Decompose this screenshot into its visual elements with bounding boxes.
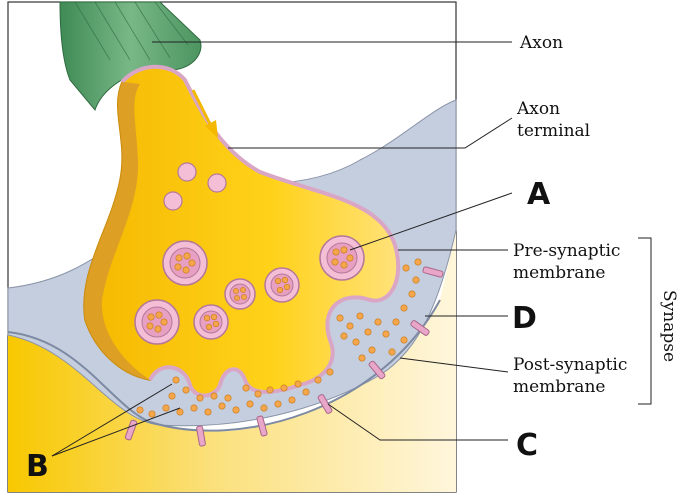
synapse-bracket bbox=[638, 237, 652, 405]
terminal-rim bbox=[84, 82, 150, 380]
c-leader bbox=[327, 403, 508, 441]
synaptic-vesicle bbox=[193, 304, 229, 340]
label-b: B bbox=[26, 449, 49, 484]
synaptic-vesicle bbox=[162, 240, 208, 286]
axon-terminal-leader bbox=[228, 117, 513, 149]
label-post-synaptic-1: Post-synaptic bbox=[513, 355, 627, 375]
label-c: C bbox=[516, 428, 538, 463]
impulse-direction-arrow bbox=[191, 89, 214, 129]
synaptic-vesicle bbox=[134, 299, 180, 345]
label-a: A bbox=[527, 177, 551, 212]
synaptic-vesicle bbox=[264, 267, 300, 303]
b-leader-1 bbox=[51, 383, 173, 457]
empty-vesicles bbox=[163, 162, 227, 211]
pre-synaptic-membrane-outline bbox=[120, 64, 401, 398]
synaptic-vesicles bbox=[134, 235, 365, 345]
a-leader bbox=[349, 192, 513, 251]
axon-stripes bbox=[74, 1, 189, 61]
label-synapse: Synapse bbox=[659, 290, 679, 362]
released-neurotransmitters bbox=[136, 258, 422, 418]
axon bbox=[59, 1, 202, 112]
label-pre-synaptic-1: Pre-synaptic bbox=[513, 241, 620, 261]
post-synaptic-cell bbox=[8, 230, 456, 492]
label-axon-terminal-1: Axon bbox=[516, 99, 560, 119]
label-pre-synaptic-2: membrane bbox=[513, 263, 605, 283]
label-axon-terminal-2: terminal bbox=[517, 121, 590, 141]
synaptic-vesicle bbox=[319, 235, 365, 281]
synaptic-vesicle bbox=[224, 278, 256, 310]
post-synaptic-leader bbox=[399, 357, 509, 373]
impulse-arrowhead bbox=[205, 120, 218, 138]
label-post-synaptic-2: membrane bbox=[513, 377, 605, 397]
label-d: D bbox=[512, 301, 537, 336]
label-axon: Axon bbox=[519, 33, 563, 53]
b-leader-2 bbox=[51, 407, 181, 457]
